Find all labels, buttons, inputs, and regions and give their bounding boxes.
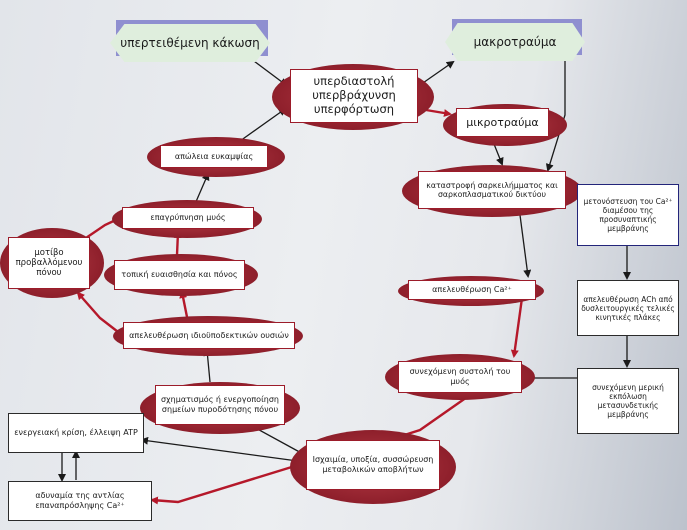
edge-contraction-to-ischemia — [393, 394, 471, 440]
energy-crisis-label: ενεργειακή κρίση, έλλειψη ATP — [14, 428, 138, 438]
contraction-node: συνεχόμενη συστολή του μυός — [398, 361, 522, 393]
overuse-node: υπερτειθέμενη κάκωση — [110, 24, 270, 62]
release-label: απελευθέρωση ιδιοϋποδεκτικών ουσιών — [129, 330, 289, 340]
trigger-node: σχηματισμός ή ενεργοποίηση σημείων πυροδ… — [155, 385, 285, 425]
contraction-label: συνεχόμενη συστολή του μυός — [409, 367, 511, 386]
edge-carelease-to-contraction — [510, 297, 524, 358]
ach-release-label: απελευθέρωση ACh από δυσλειτουργικές τελ… — [581, 294, 675, 322]
energy-crisis-node: ενεργειακή κρίση, έλλειψη ATP — [8, 413, 144, 453]
edge-release-to-referred — [76, 291, 123, 336]
ca-transfer-node: μετονόστευση του Ca²⁺ διαμέσου της προσυ… — [577, 184, 679, 246]
ischemia-label: Ισχαιμία, υποξία, συσσώρευση μεταβολικών… — [312, 455, 434, 474]
local-pain-node: τοπική ευαισθησία και πόνος — [114, 260, 245, 290]
tension-node: επαγρύπνηση μυός — [122, 207, 254, 229]
edge-ischemia-to-energy — [140, 436, 306, 463]
overload-node: υπερδιαστολή υπερβράχυνση υπερφόρτωση — [290, 69, 418, 123]
carelease-node: απελευθέρωση Ca²⁺ — [408, 280, 536, 300]
efficiency-label: απώλεια ευκαμψίας — [174, 151, 254, 161]
referred-label: μοτίβο προβαλλόμενου πόνου — [15, 247, 83, 279]
partial-depolarization-label: συνεχόμενη μερική εκπόλωση μετασυνδετική… — [592, 383, 664, 419]
efficiency-node: απώλεια ευκαμψίας — [160, 145, 268, 168]
trigger-label: σχηματισμός ή ενεργοποίηση σημείων πυροδ… — [160, 395, 279, 414]
edge-efficiency-to-overload — [239, 107, 287, 142]
ach-release-node: απελευθέρωση ACh από δυσλειτουργικές τελ… — [577, 280, 679, 336]
referred-node: μοτίβο προβαλλόμενου πόνου — [8, 237, 90, 289]
overuse-label: υπερτειθέμενη κάκωση — [120, 35, 260, 50]
ischemia-node: Ισχαιμία, υποξία, συσσώρευση μεταβολικών… — [306, 440, 440, 490]
pump-failure-label: αδυναμία της αντλίας επαναπρόσληψης Ca²⁺ — [35, 491, 125, 510]
overload-label: υπερδιαστολή υπερβράχυνση υπερφόρτωση — [312, 74, 396, 116]
local-pain-label: τοπική ευαισθησία και πόνος — [121, 270, 238, 280]
edge-tension-to-efficiency — [194, 172, 210, 205]
microtrauma-node: μικροτραύμα — [456, 108, 549, 137]
edge-ischemia-to-pump — [150, 460, 309, 505]
edge-overload-to-macrotrauma — [419, 60, 455, 86]
sarcolemma-node: καταστροφή σαρκειλήμματος και σαρκοπλασμ… — [418, 171, 566, 209]
carelease-label: απελευθέρωση Ca²⁺ — [432, 285, 512, 295]
edge-release-to-local — [179, 290, 189, 318]
sarcolemma-label: καταστροφή σαρκειλήμματος και σαρκοπλασμ… — [426, 180, 558, 199]
edge-overuse-to-overload — [249, 57, 288, 87]
macrotrauma-label: μακροτραύμα — [473, 34, 557, 49]
tension-label: επαγρύπνηση μυός — [150, 213, 226, 223]
pump-failure-node: αδυναμία της αντλίας επαναπρόσληψης Ca²⁺ — [8, 481, 152, 521]
partial-depolarization-node: συνεχόμενη μερική εκπόλωση μετασυνδετική… — [577, 368, 679, 434]
edge-macrotrauma-to-sarcolemma — [545, 45, 566, 172]
ca-transfer-label: μετονόστευση του Ca²⁺ διαμέσου της προσυ… — [583, 197, 673, 233]
macrotrauma-node: μακροτραύμα — [445, 23, 585, 61]
edge-sarcolemma-to-carelease — [519, 214, 532, 278]
release-node: απελευθέρωση ιδιοϋποδεκτικών ουσιών — [123, 322, 295, 349]
microtrauma-label: μικροτραύμα — [466, 115, 539, 129]
